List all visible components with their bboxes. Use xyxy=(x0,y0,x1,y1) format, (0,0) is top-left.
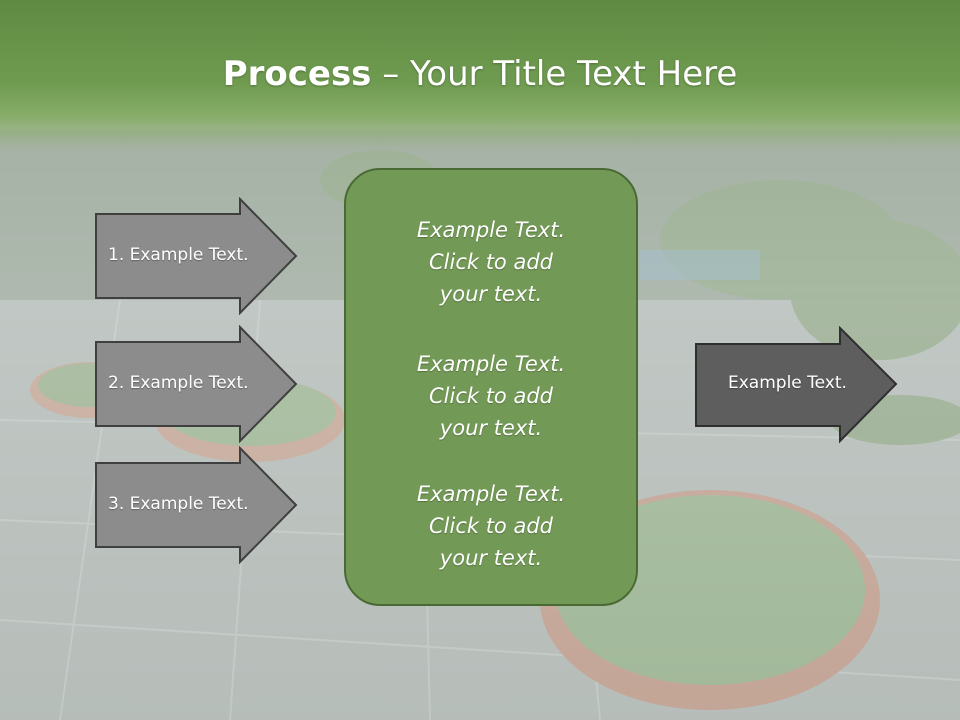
center-text-box[interactable]: Example Text. Click to add your text. Ex… xyxy=(344,168,638,606)
block-line: Example Text. xyxy=(416,352,566,376)
step-arrow-3[interactable]: 3. Example Text. xyxy=(94,446,300,564)
text-block-1: Example Text. Click to add your text. xyxy=(346,214,636,310)
block-line: your text. xyxy=(439,416,543,440)
step-arrow-1[interactable]: 1. Example Text. xyxy=(94,197,300,315)
result-arrow-label: Example Text. xyxy=(728,373,847,393)
arrow-shape-icon xyxy=(95,446,298,564)
block-line: Example Text. xyxy=(416,218,566,242)
step-arrow-2[interactable]: 2. Example Text. xyxy=(94,325,300,443)
step-arrow-label: 2. Example Text. xyxy=(108,373,249,393)
slide-title[interactable]: Process – Your Title Text Here xyxy=(0,52,960,96)
arrow-shape-icon xyxy=(695,326,898,444)
arrow-shape-icon xyxy=(95,197,298,315)
block-line: Example Text. xyxy=(416,482,566,506)
result-arrow[interactable]: Example Text. xyxy=(694,326,900,444)
title-rest: – Your Title Text Here xyxy=(371,54,738,94)
block-line: Click to add xyxy=(428,514,553,538)
step-arrow-label: 1. Example Text. xyxy=(108,245,249,265)
block-line: your text. xyxy=(439,546,543,570)
step-arrow-label: 3. Example Text. xyxy=(108,494,249,514)
title-banner xyxy=(0,0,960,150)
block-line: Click to add xyxy=(428,384,553,408)
text-block-2: Example Text. Click to add your text. xyxy=(346,348,636,444)
text-block-3: Example Text. Click to add your text. xyxy=(346,478,636,574)
arrow-shape-icon xyxy=(95,325,298,443)
block-line: your text. xyxy=(439,282,543,306)
title-bold: Process xyxy=(222,54,372,94)
block-line: Click to add xyxy=(428,250,553,274)
